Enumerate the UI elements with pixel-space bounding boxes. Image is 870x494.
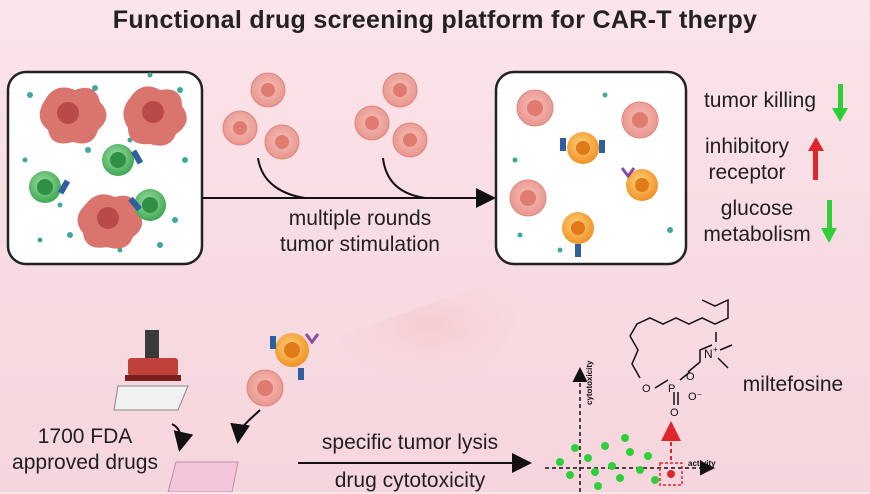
tumor-target-icon [246, 369, 284, 407]
car-t-cell-2 [29, 171, 71, 203]
exhausted-culture-panel [494, 70, 688, 266]
o-double: O [670, 407, 679, 419]
car-t-cell-3 [128, 189, 166, 221]
hit-box [659, 462, 683, 486]
liquid-handler-icon [113, 330, 189, 411]
readout-tumor-killing: tumor killing [703, 89, 817, 112]
readout-inhibitory-line1: inhibitory [704, 135, 790, 158]
readout-glucose-metabolism: glucose metabolism [692, 196, 822, 248]
stimulation-line-2: tumor stimulation [280, 233, 440, 256]
tumor-r2 [621, 101, 659, 139]
y-axis-label: cytotoxicity [585, 360, 594, 405]
drug-library-label: 1700 FDA approved drugs [0, 424, 170, 476]
n-atom: N [704, 347, 713, 361]
o-atom-2: O [686, 371, 695, 383]
readout-inhibitory-receptor: inhibitory receptor [688, 134, 806, 186]
tumor-cluster-2 [123, 86, 187, 146]
feed-line-2 [382, 157, 426, 199]
library-line-2: approved drugs [12, 451, 158, 474]
stimulation-label: multiple rounds tumor stimulation [245, 206, 475, 258]
tumor-killing-down-arrow [832, 84, 848, 122]
readout-inhibitory-line2: receptor [708, 161, 786, 184]
readout-glucose-line1: glucose [720, 197, 794, 220]
library-arrow [171, 423, 194, 452]
glucose-metabolism-down-arrow [821, 200, 837, 243]
library-line-1: 1700 FDA [37, 425, 133, 448]
car-t-cell-1 [102, 144, 144, 176]
exhausted-t-cell-icon [270, 333, 320, 380]
assay-top-label: specific tumor lysis [321, 431, 499, 454]
feed-line-1 [257, 157, 306, 199]
tumor-cluster-3 [77, 194, 143, 249]
exhausted-t-3 [562, 212, 594, 257]
p-atom: P [668, 383, 675, 395]
initial-culture-panel [6, 70, 204, 266]
x-axis-label: activity [688, 459, 716, 468]
highlight-beam [300, 255, 560, 395]
tumor-r1 [516, 89, 554, 127]
tumor-cluster-1 [39, 87, 107, 144]
screening-scatter-plot [545, 367, 715, 492]
screen-points [556, 434, 659, 490]
miltefosine-structure [629, 298, 733, 405]
tumor-r3 [509, 179, 547, 217]
hit-point [667, 470, 675, 478]
coculture-arrow [230, 409, 261, 444]
n-charge: + [713, 345, 718, 354]
readout-glucose-line2: metabolism [703, 223, 811, 246]
o-atom-1: O [642, 383, 651, 395]
o-minus: O⁻ [688, 391, 703, 403]
exhausted-t-1 [560, 132, 605, 164]
exhausted-t-2 [620, 167, 658, 201]
tumor-group-2 [354, 72, 428, 158]
compound-name: miltefosine [742, 373, 844, 396]
stimulation-line-1: multiple rounds [288, 207, 432, 230]
inhibitory-receptor-up-arrow [808, 137, 824, 180]
assay-plate-icon [167, 461, 239, 492]
assay-bottom-label: drug cytotoxicity [334, 469, 486, 492]
tumor-group-1 [222, 72, 300, 160]
page-title: Functional drug screening platform for C… [112, 6, 758, 34]
